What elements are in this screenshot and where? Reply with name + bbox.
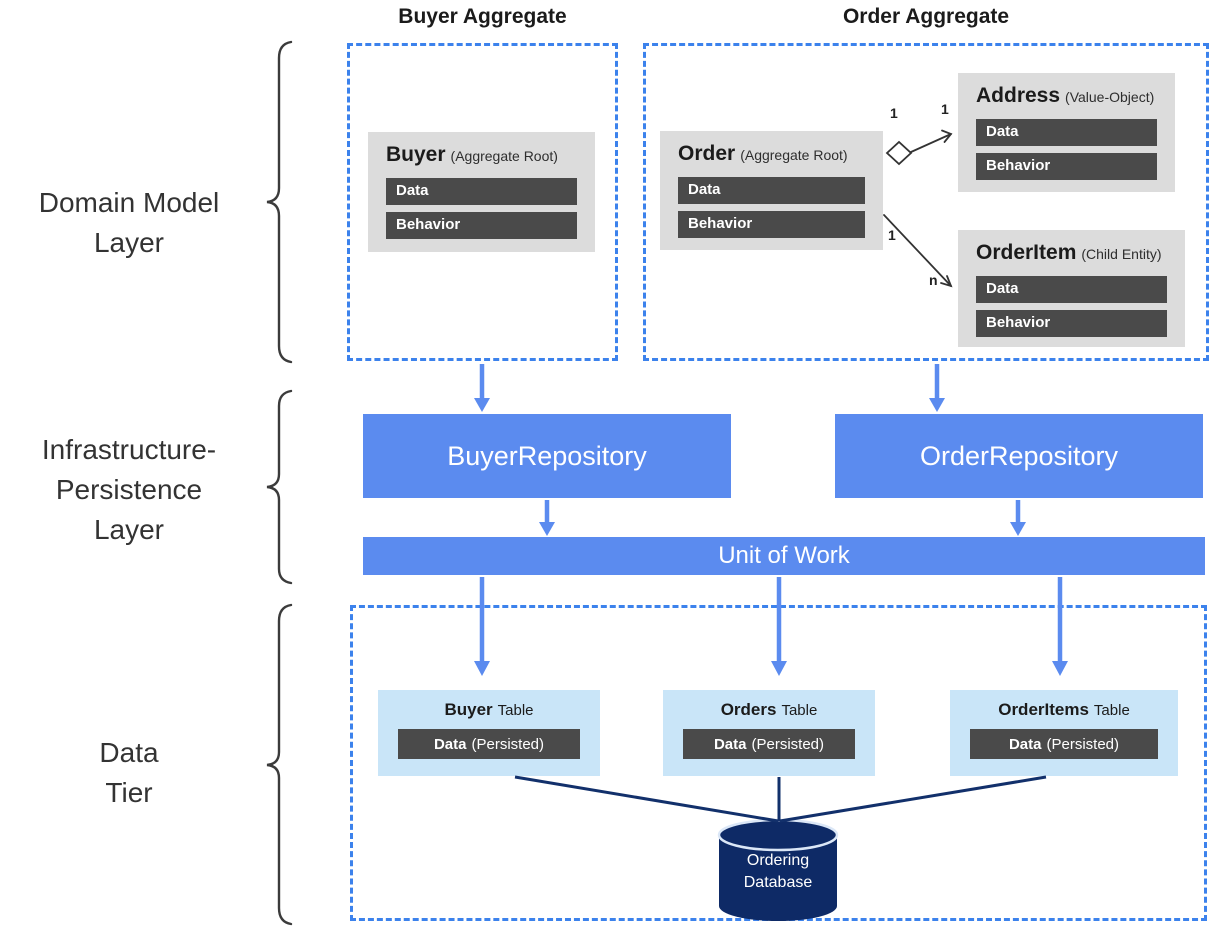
layer-label-line: Domain Model: [38, 187, 220, 218]
table-data-bar: Data(Persisted): [398, 729, 580, 759]
order-repository-box: OrderRepository: [835, 414, 1203, 498]
entity-behavior-bar: Behavior: [386, 212, 577, 239]
entity-behavior-bar: Behavior: [678, 211, 865, 238]
table-type-label: Table: [781, 702, 818, 719]
entity-card-order: Order(Aggregate Root) Data Behavior: [660, 131, 883, 250]
table-data-bar: Data(Persisted): [683, 729, 855, 759]
table-type-label: Table: [1093, 702, 1130, 719]
table-field-note: (Persisted): [471, 735, 545, 753]
layer-label-infrastructure-persistence: Infrastructure- Persistence Layer: [0, 430, 258, 550]
multiplicity-order-address-target: 1: [941, 101, 949, 117]
layer-label-data-tier: Data Tier: [0, 733, 258, 813]
entity-title: Order(Aggregate Root): [678, 139, 865, 170]
brace-infrastructure-layer: [266, 389, 293, 585]
entity-name: OrderItem: [976, 241, 1077, 264]
entity-stereotype: (Aggregate Root): [740, 147, 848, 163]
arrow-order-repository-to-uow: [1010, 500, 1026, 536]
entity-data-bar: Data: [976, 276, 1167, 303]
entity-data-bar: Data: [976, 119, 1157, 146]
entity-behavior-bar: Behavior: [976, 310, 1167, 337]
arrow-buyer-aggregate-to-repository: [474, 364, 490, 412]
table-name: Orders: [720, 700, 777, 719]
multiplicity-order-address-source: 1: [890, 105, 898, 121]
multiplicity-order-orderitem-source: 1: [888, 227, 896, 243]
brace-domain-model-layer: [266, 40, 293, 364]
entity-name: Buyer: [386, 143, 446, 166]
buyer-repository-box: BuyerRepository: [363, 414, 731, 498]
layer-label-line: Persistence: [55, 474, 203, 505]
arrow-buyer-repository-to-uow: [539, 500, 555, 536]
layer-label-line: Layer: [93, 514, 165, 545]
layer-label-line: Layer: [93, 227, 165, 258]
brace-data-tier: [266, 603, 293, 926]
database-label-line2: Database: [743, 874, 813, 891]
layer-label-line: Infrastructure-: [41, 434, 217, 465]
buyer-aggregate-heading: Buyer Aggregate: [398, 5, 567, 28]
entity-card-address: Address(Value-Object) Data Behavior: [958, 73, 1175, 192]
unit-of-work-bar: Unit of Work: [363, 537, 1205, 575]
database-label-line1: Ordering: [746, 852, 810, 869]
order-aggregate-boundary: [643, 43, 1209, 361]
entity-name: Address: [976, 84, 1061, 107]
entity-title: Address(Value-Object): [976, 81, 1157, 112]
table-data-bar: Data(Persisted): [970, 729, 1158, 759]
table-field-name: Data: [1008, 735, 1042, 753]
entity-stereotype: (Aggregate Root): [450, 148, 558, 164]
entity-stereotype: (Value-Object): [1065, 89, 1155, 105]
table-field-note: (Persisted): [751, 735, 825, 753]
layer-label-domain-model: Domain Model Layer: [0, 183, 258, 263]
table-field-note: (Persisted): [1046, 735, 1120, 753]
entity-card-buyer: Buyer(Aggregate Root) Data Behavior: [368, 132, 595, 252]
entity-behavior-bar: Behavior: [976, 153, 1157, 180]
layer-label-line: Tier: [105, 777, 153, 808]
entity-card-orderitem: OrderItem(Child Entity) Data Behavior: [958, 230, 1185, 347]
entity-data-bar: Data: [678, 177, 865, 204]
entity-data-bar: Data: [386, 178, 577, 205]
entity-stereotype: (Child Entity): [1081, 246, 1162, 262]
entity-name: Order: [678, 142, 736, 165]
order-aggregate-heading: Order Aggregate: [842, 5, 1010, 28]
ordering-database-cylinder: Ordering Database: [716, 816, 840, 924]
entity-title: OrderItem(Child Entity): [976, 238, 1167, 269]
entity-title: Buyer(Aggregate Root): [386, 140, 577, 171]
table-name: Buyer: [444, 700, 493, 719]
multiplicity-order-orderitem-target: n: [929, 272, 938, 288]
buyer-aggregate-boundary: [347, 43, 618, 361]
table-field-name: Data: [433, 735, 467, 753]
arrow-order-aggregate-to-repository: [929, 364, 945, 412]
table-name: OrderItems: [998, 700, 1089, 719]
table-type-label: Table: [497, 702, 534, 719]
layer-label-line: Data: [99, 737, 159, 768]
table-field-name: Data: [713, 735, 747, 753]
